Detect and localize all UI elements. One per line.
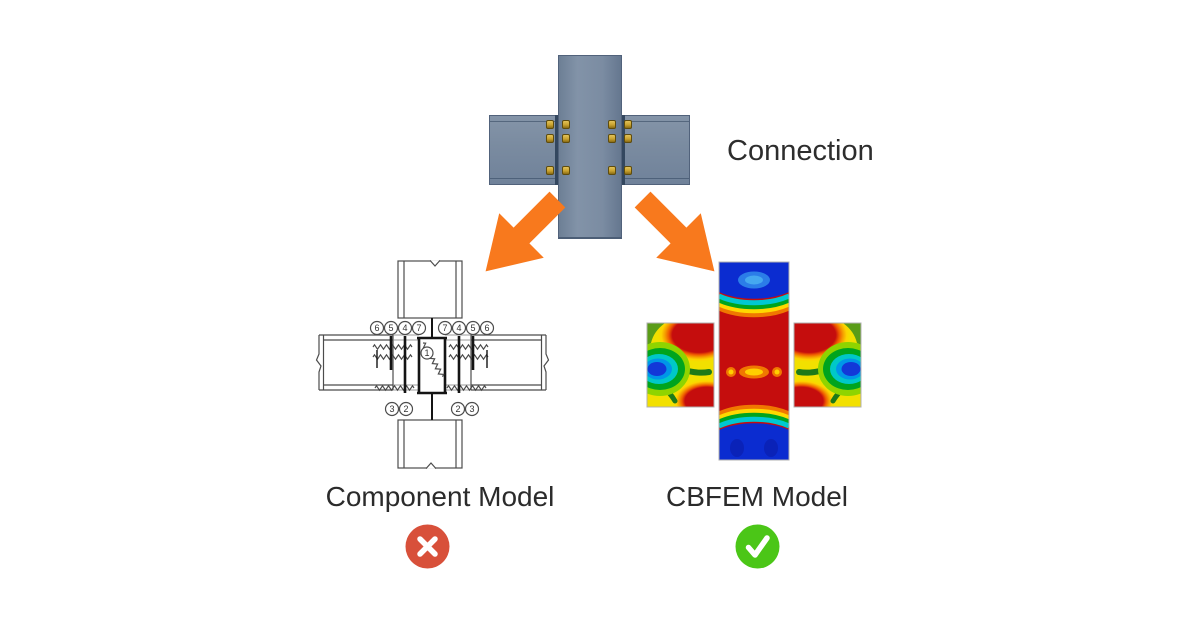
component-number: 3	[389, 404, 394, 414]
flange-line	[623, 121, 689, 122]
component-number: 6	[374, 323, 379, 333]
bolt-icon	[546, 120, 554, 129]
bolt-icon	[608, 166, 616, 175]
flange-line	[490, 178, 557, 179]
cross-icon	[405, 524, 450, 569]
component-number: 7	[442, 323, 447, 333]
cbfem-model-label: CBFEM Model	[665, 481, 849, 512]
component-number: 3	[469, 404, 474, 414]
component-number: 2	[455, 404, 460, 414]
component-number: 4	[402, 323, 407, 333]
component-number: 2	[403, 404, 408, 414]
bolt-icon	[608, 134, 616, 143]
connection-label: Connection	[727, 135, 874, 167]
bolt-icon	[546, 134, 554, 143]
end-plate	[555, 115, 558, 185]
check-icon	[735, 524, 780, 569]
component-number: 5	[470, 323, 475, 333]
bolt-icon	[624, 134, 632, 143]
bolt-icon	[562, 120, 570, 129]
bolt-icon	[624, 120, 632, 129]
bolt-icon	[608, 120, 616, 129]
bolt-icon	[546, 166, 554, 175]
component-model-label: Component Model	[325, 481, 555, 512]
flange-line	[623, 178, 689, 179]
bolt-icon	[562, 134, 570, 143]
arrow-down-right-icon	[634, 191, 715, 272]
end-plate	[622, 115, 625, 185]
arrow-down-left-icon	[485, 191, 566, 272]
component-number: 1	[424, 348, 429, 358]
steel-beam-right	[622, 115, 690, 185]
bolt-icon	[624, 166, 632, 175]
bolt-icon	[562, 166, 570, 175]
steel-column	[558, 55, 622, 239]
component-number: 4	[456, 323, 461, 333]
cbfem-heatmap	[645, 261, 865, 461]
component-model-diagram: 6 5 4 7 7 4 5 6 3 2 2 3 1	[315, 260, 550, 469]
component-number: 6	[484, 323, 489, 333]
flange-line	[490, 121, 557, 122]
component-number: 7	[416, 323, 421, 333]
component-number: 5	[388, 323, 393, 333]
